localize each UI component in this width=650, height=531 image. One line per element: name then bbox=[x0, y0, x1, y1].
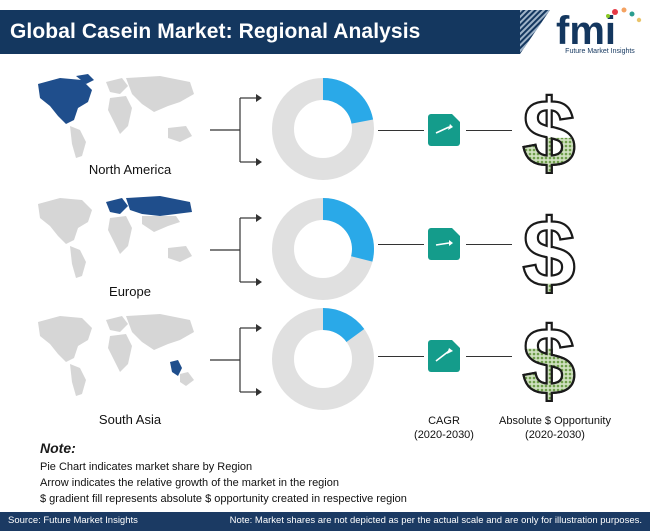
connector-line bbox=[466, 130, 512, 132]
cagr-column-label: CAGR (2020-2030) bbox=[404, 414, 484, 442]
world-map-south-asia bbox=[38, 314, 194, 396]
donut-share-slice bbox=[322, 198, 374, 262]
world-map-north-america bbox=[38, 74, 194, 158]
connector-line bbox=[378, 356, 424, 358]
region-label: South Asia bbox=[98, 412, 162, 427]
title-stripes bbox=[520, 10, 550, 54]
growth-arrow-icon bbox=[435, 348, 453, 362]
region-row-south-asia: South Asia $$ bbox=[0, 308, 650, 430]
cagr-label: CAGR bbox=[428, 415, 460, 427]
note-line: Arrow indicates the relative growth of t… bbox=[40, 477, 339, 489]
logo-wordmark: fmi bbox=[556, 9, 616, 53]
dollar-outline: $ bbox=[522, 208, 575, 294]
opportunity-column-label: Absolute $ Opportunity (2020-2030) bbox=[490, 414, 620, 442]
region-label: Europe bbox=[109, 284, 151, 299]
donut-share-slice bbox=[322, 78, 374, 125]
growth-arrow-icon bbox=[435, 240, 453, 246]
connector-line bbox=[378, 130, 424, 132]
cagr-arrow-box bbox=[428, 228, 460, 260]
opportunity-label: Absolute $ Opportunity bbox=[499, 415, 611, 427]
disclaimer-text: Note: Market shares are not depicted as … bbox=[229, 515, 642, 526]
cagr-period: (2020-2030) bbox=[414, 429, 474, 441]
dollar-opportunity-fill: $ bbox=[522, 88, 575, 174]
header: Global Casein Market: Regional Analysis … bbox=[0, 0, 650, 66]
connector-line bbox=[378, 244, 424, 246]
footer: Source: Future Market Insights Note: Mar… bbox=[0, 512, 650, 531]
dollar-sign-icon: $$ bbox=[521, 88, 577, 174]
opportunity-period: (2020-2030) bbox=[525, 429, 585, 441]
note-line: $ gradient fill represents absolute $ op… bbox=[40, 493, 407, 505]
connector-bracket bbox=[210, 94, 262, 166]
dollar-outline: $ bbox=[522, 316, 575, 402]
source-text: Source: Future Market Insights bbox=[8, 515, 138, 526]
dollar-sign-icon: $$ bbox=[521, 208, 577, 294]
note-line: Pie Chart indicates market share by Regi… bbox=[40, 461, 253, 473]
dollar-outline: $ bbox=[522, 88, 575, 174]
dollar-opportunity-fill: $ bbox=[522, 316, 575, 402]
page-title: Global Casein Market: Regional Analysis bbox=[10, 20, 421, 43]
connector-bracket bbox=[210, 324, 262, 396]
connector-bracket bbox=[210, 214, 262, 286]
donut-share-slice bbox=[322, 308, 365, 343]
cagr-arrow-box bbox=[428, 114, 460, 146]
region-row-north-america: North America $$ bbox=[0, 72, 650, 192]
world-map-europe bbox=[38, 196, 192, 278]
growth-arrow-icon bbox=[435, 124, 453, 134]
note-title: Note: bbox=[40, 440, 76, 456]
logo-subtitle: Future Market Insights bbox=[565, 48, 635, 55]
title-bar bbox=[0, 10, 550, 54]
cagr-arrow-box bbox=[428, 340, 460, 372]
market-share-donut bbox=[272, 78, 374, 180]
market-share-donut bbox=[272, 198, 374, 300]
connector-line bbox=[466, 244, 512, 246]
region-label: North America bbox=[88, 162, 172, 177]
dollar-sign-icon: $$ bbox=[521, 316, 577, 402]
region-row-europe: Europe $$ bbox=[0, 192, 650, 312]
dollar-opportunity-fill: $ bbox=[522, 208, 575, 294]
connector-line bbox=[466, 356, 512, 358]
fmi-logo: fmi bbox=[556, 7, 642, 53]
market-share-donut bbox=[272, 308, 374, 410]
